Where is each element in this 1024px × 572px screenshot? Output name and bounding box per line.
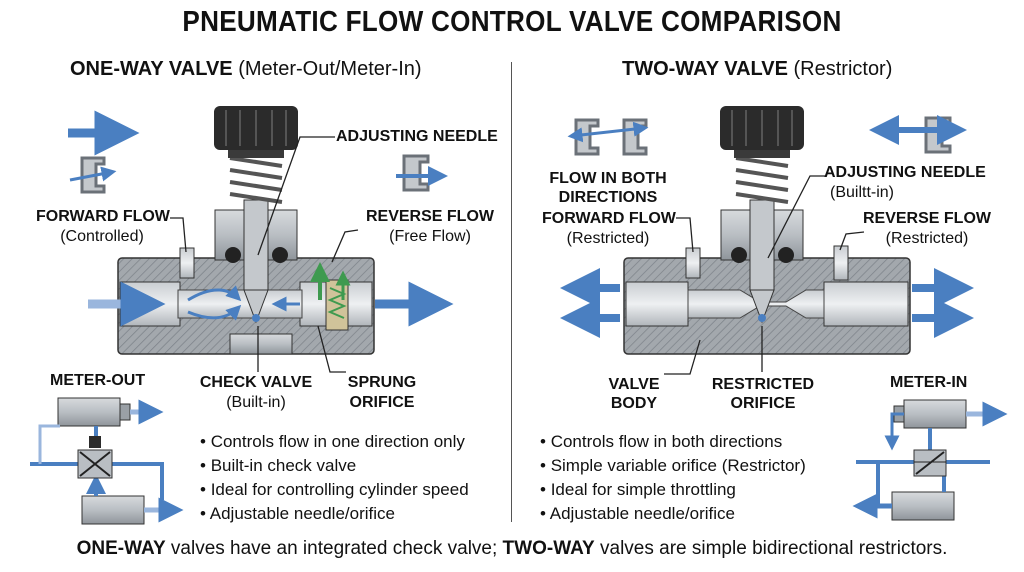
two-way-forward-flow-label: FORWARD FLOW <box>542 210 676 227</box>
list-item: • Simple variable orifice (Restrictor) <box>540 456 806 475</box>
check-valve-label: CHECK VALVE <box>199 374 313 391</box>
two-way-valve-drawing <box>560 106 974 375</box>
check-valve-sub: (Built-in) <box>226 394 286 411</box>
list-item: • Adjustable needle/orifice <box>200 504 395 523</box>
flow-both-label-2: DIRECTIONS <box>558 189 658 206</box>
two-way-bullet-list: • Controls flow in both directions • Sim… <box>540 430 806 526</box>
restricted-orifice-label-2: ORIFICE <box>730 395 796 412</box>
sprung-orifice-label: ORIFICE <box>349 394 415 411</box>
section-divider <box>511 62 512 522</box>
page-title: PNEUMATIC FLOW CONTROL VALVE COMPARISON <box>182 6 842 38</box>
footer-summary: ONE-WAY valves have an integrated check … <box>76 538 948 559</box>
two-way-heading: TWO-WAY VALVE (Restrictor) <box>622 58 893 80</box>
one-way-heading: ONE-WAY VALVE (Meter-Out/Meter-In) <box>70 58 422 80</box>
one-way-valve-drawing <box>68 106 454 373</box>
two-way-adjusting-needle-label: ADJUSTING NEEDLE <box>824 164 986 181</box>
list-item: • Adjustable needle/orifice <box>540 504 735 523</box>
one-way-reverse-flow-label: REVERSE FLOW <box>365 208 494 225</box>
list-item: • Ideal for controlling cylinder speed <box>200 480 469 499</box>
meter-out-label: METER-OUT <box>50 372 146 389</box>
list-item: • Controls flow in both directions <box>540 432 783 451</box>
valve-body-label-2: BODY <box>610 395 658 412</box>
one-way-bullet-list: • Controls flow in one direction only • … <box>200 430 469 526</box>
one-way-forward-flow-sub: (Controlled) <box>60 228 144 245</box>
sprung-label: SPRUNG <box>347 374 417 391</box>
one-way-reverse-flow-sub: (Free Flow) <box>389 228 471 245</box>
valve-body-label: VALVE <box>608 376 660 393</box>
list-item: • Built-in check valve <box>200 456 357 475</box>
flow-both-label: FLOW IN BOTH <box>549 170 667 187</box>
meter-in-circuit <box>852 399 1008 521</box>
meter-out-circuit <box>30 397 184 525</box>
list-item: • Controls flow in one direction only <box>200 432 465 451</box>
meter-in-label: METER-IN <box>890 374 968 391</box>
two-way-adjusting-needle-sub: (Builtt-in) <box>830 184 895 201</box>
two-way-forward-flow-sub: (Restricted) <box>566 230 650 247</box>
two-way-reverse-flow-sub: (Restricted) <box>885 230 969 247</box>
one-way-forward-flow-label: FORWARD FLOW <box>36 208 170 225</box>
list-item: • Ideal for simple throttling <box>540 480 736 499</box>
restricted-orifice-label: RESTRICTED <box>711 376 815 393</box>
one-way-adjusting-needle-label: ADJUSTING NEEDLE <box>336 128 498 145</box>
two-way-reverse-flow-label: REVERSE FLOW <box>862 210 991 227</box>
